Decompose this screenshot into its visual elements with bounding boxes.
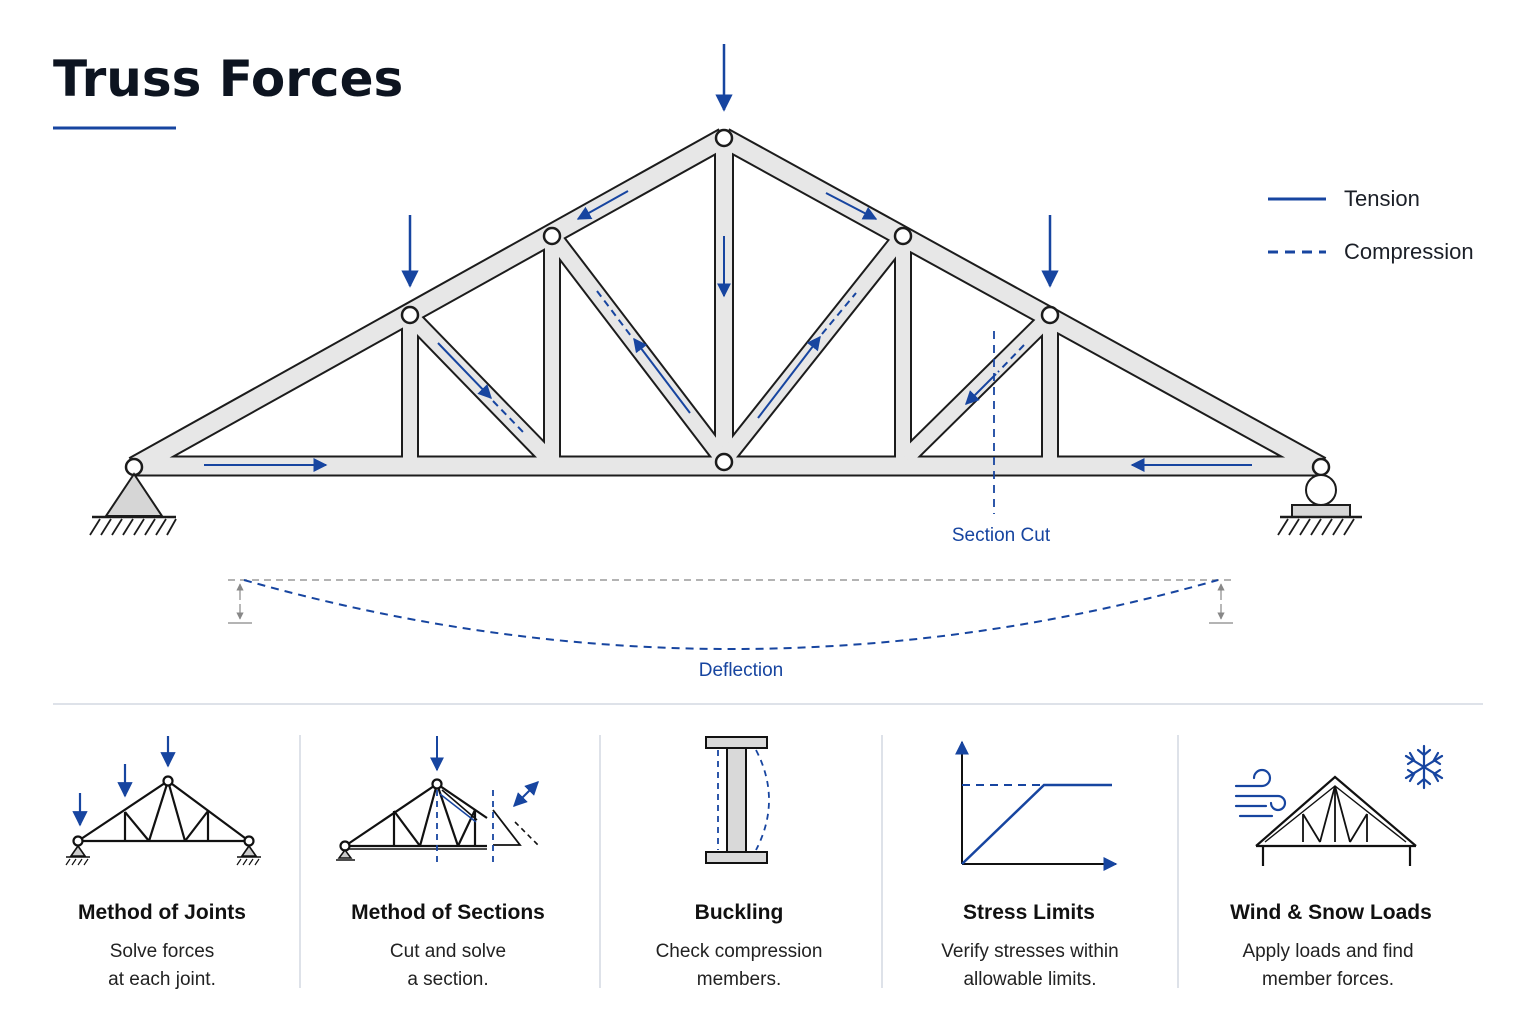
- wind-icon: [1234, 768, 1287, 818]
- joints-load-arrows: [72, 736, 176, 827]
- card-wind-snow-loads: Wind & Snow Loads Apply loads and find m…: [1230, 901, 1432, 990]
- joint-top-right-1: [1040, 305, 1060, 325]
- card-desc-line-2: a section.: [407, 969, 488, 990]
- card-desc-line-1: Cut and solve: [390, 941, 506, 962]
- external-loads: [401, 44, 1059, 288]
- force-arrow-web-right-1-dash: [997, 344, 1025, 373]
- force-arrow-web-left-2: [633, 337, 691, 414]
- truss-joints-icon: [65, 775, 261, 866]
- wind-snow-icon: [1234, 744, 1444, 866]
- card-separators: [299, 735, 1179, 988]
- deflected-shape-curve: [243, 579, 1219, 650]
- member-top-chord-left: [129, 130, 729, 475]
- force-arrow-top-chord-left: [576, 190, 629, 220]
- card-desc-line-1: Verify stresses within: [941, 941, 1118, 962]
- joint-top-left-2: [542, 226, 562, 246]
- joint-apex: [714, 128, 734, 148]
- member-top-chord-right: [719, 130, 1326, 475]
- legend-tension-label: Tension: [1344, 186, 1420, 211]
- section-cut-label: Section Cut: [952, 525, 1051, 546]
- roller-support-icon: [1277, 474, 1362, 536]
- force-arrow-web-right-1: [965, 373, 997, 405]
- member-web-left-2: [548, 233, 728, 463]
- truss-members: [128, 128, 1327, 477]
- force-arrow-web-right-2-dash: [821, 292, 857, 335]
- force-arrow-web-right-2: [757, 335, 821, 419]
- card-title: Buckling: [695, 901, 784, 924]
- card-buckling: Buckling Check compression members.: [656, 901, 823, 990]
- deflection-diagram: [228, 579, 1234, 650]
- truss-joints: [124, 128, 1331, 477]
- deflection-label: Deflection: [699, 660, 784, 681]
- card-title: Method of Joints: [78, 901, 246, 924]
- card-desc-line-2: at each joint.: [108, 969, 216, 990]
- card-desc-line-1: Check compression: [656, 941, 823, 962]
- stress-strain-icon: [955, 740, 1118, 871]
- legend-compression-label: Compression: [1344, 239, 1474, 264]
- card-desc-line-2: allowable limits.: [963, 969, 1096, 990]
- card-title: Stress Limits: [963, 901, 1095, 924]
- card-title: Wind & Snow Loads: [1230, 901, 1432, 924]
- card-desc-line-1: Solve forces: [110, 941, 215, 962]
- force-arrow-web-left-2-dash: [596, 290, 632, 337]
- truss-section-icon: [336, 778, 539, 861]
- column-buckling-icon: [705, 736, 770, 864]
- force-arrow-top-chord-right: [825, 192, 878, 220]
- page-title: Truss Forces: [53, 50, 403, 108]
- sections-icon-blue: [430, 736, 539, 866]
- member-web-right-2: [720, 233, 907, 463]
- force-arrow-web-left-1: [437, 342, 492, 400]
- joint-right-support: [1311, 457, 1331, 477]
- member-force-arrows: [204, 190, 1252, 472]
- card-method-of-joints: Method of Joints Solve forces at each jo…: [78, 901, 246, 990]
- member-web-right-1: [900, 312, 1054, 464]
- house-truss-icon: [1255, 775, 1417, 866]
- card-desc-line-2: members.: [697, 969, 781, 990]
- force-arrow-web-left-1-dash: [492, 400, 525, 434]
- snowflake-icon: [1404, 744, 1444, 790]
- legend: Tension Compression: [1268, 186, 1474, 264]
- card-desc-line-2: member forces.: [1262, 969, 1394, 990]
- card-stress-limits: Stress Limits Verify stresses within all…: [941, 901, 1118, 990]
- joint-top-left-1: [400, 305, 420, 325]
- card-title: Method of Sections: [351, 901, 545, 924]
- pin-support-icon: [89, 472, 177, 536]
- card-desc-line-1: Apply loads and find: [1242, 941, 1413, 962]
- card-method-of-sections: Method of Sections Cut and solve a secti…: [351, 901, 545, 990]
- joint-top-right-2: [893, 226, 913, 246]
- joint-bottom-center: [714, 452, 734, 472]
